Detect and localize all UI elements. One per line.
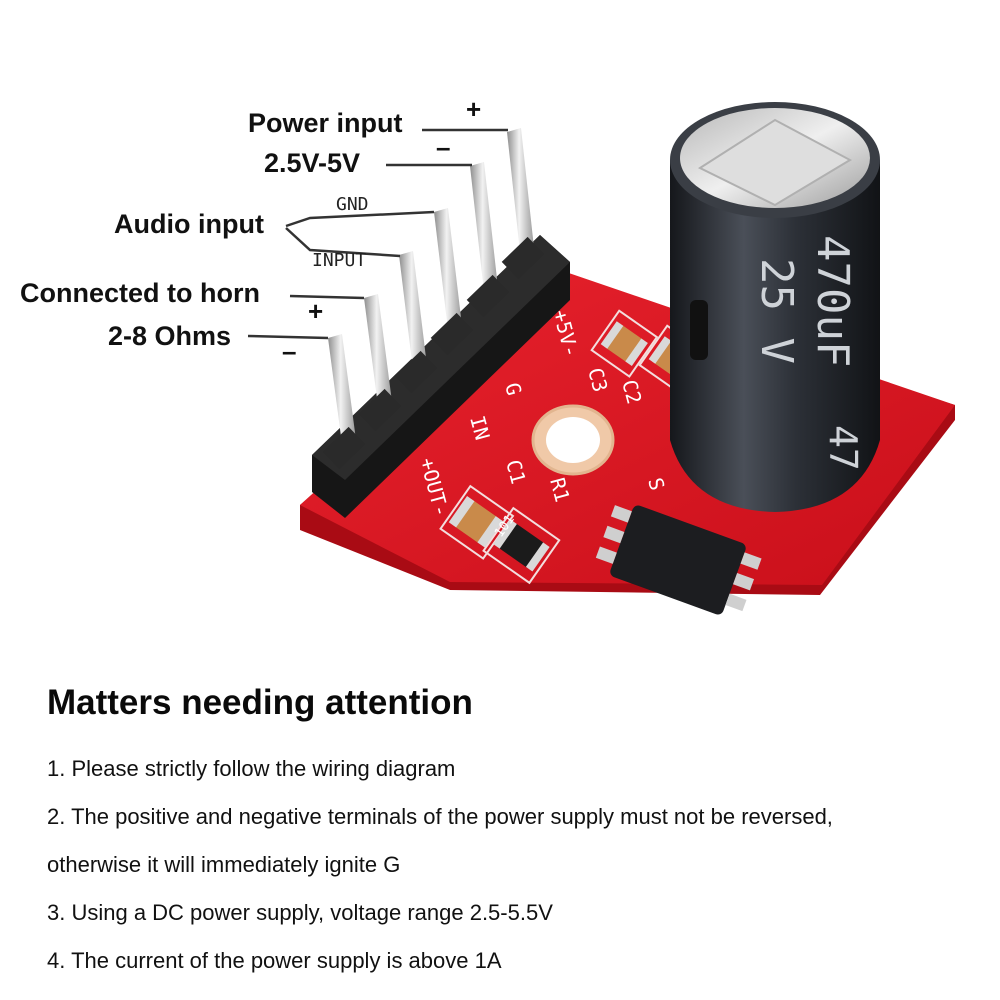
horn-plus-sign: + <box>308 296 324 326</box>
connected-horn-label: Connected to horn <box>20 278 260 308</box>
notes-heading: Matters needing attention <box>47 683 473 722</box>
pin-power-plus <box>501 128 545 280</box>
pin-power-minus <box>466 162 510 318</box>
capacitor-voltage-text: 25 V <box>751 258 802 364</box>
note-item-4: 4. The current of the power supply is ab… <box>47 947 502 973</box>
capacitor-c3 <box>590 309 659 378</box>
pin-horn-plus <box>358 294 402 432</box>
pin-audio-gnd <box>430 208 474 356</box>
horn-minus-sign: – <box>282 336 297 366</box>
capacitor-value-text: 470uF <box>807 235 858 367</box>
voltage-label: 2.5V-5V <box>264 148 361 178</box>
amplifier-ic <box>595 505 762 615</box>
pin-horn-minus <box>322 334 366 470</box>
pin-header <box>312 128 570 518</box>
leader-horn-minus <box>247 334 329 340</box>
note-item-2: 2. The positive and negative terminals o… <box>47 803 833 829</box>
pin-audio-input <box>394 251 438 394</box>
note-item-2-continued: otherwise it will immediately ignite G <box>47 851 401 877</box>
attention-notes: Matters needing attention 1. Please stri… <box>47 683 977 985</box>
leader-lines <box>247 128 508 340</box>
silk-g: G <box>500 380 526 398</box>
power-plus-sign: + <box>466 94 482 124</box>
wiring-diagram: +5V- G IN +OUT- C3 C2 C1 R1 S 101 <box>20 94 955 615</box>
ohms-label: 2-8 Ohms <box>108 321 232 351</box>
resistor-r1 <box>482 506 561 585</box>
silk-s: S <box>643 475 669 493</box>
leader-horn-plus <box>289 294 365 300</box>
amplifier-board-illustration: +5V- G IN +OUT- C3 C2 C1 R1 S 101 <box>247 102 955 615</box>
input-pin-label: INPUT <box>312 250 367 271</box>
electrolytic-capacitor: 470uF 25 V 47 <box>670 102 880 512</box>
power-minus-sign: – <box>436 132 451 162</box>
note-item-1: 1. Please strictly follow the wiring dia… <box>47 755 456 781</box>
audio-input-label: Audio input <box>114 209 264 239</box>
gnd-pin-label: GND <box>336 194 369 215</box>
capacitor-partial-text: 47 <box>821 425 865 471</box>
power-input-label: Power input <box>248 108 403 138</box>
note-item-3: 3. Using a DC power supply, voltage rang… <box>47 899 553 925</box>
leader-audio-gnd <box>285 210 435 228</box>
leader-audio-input <box>285 227 401 258</box>
